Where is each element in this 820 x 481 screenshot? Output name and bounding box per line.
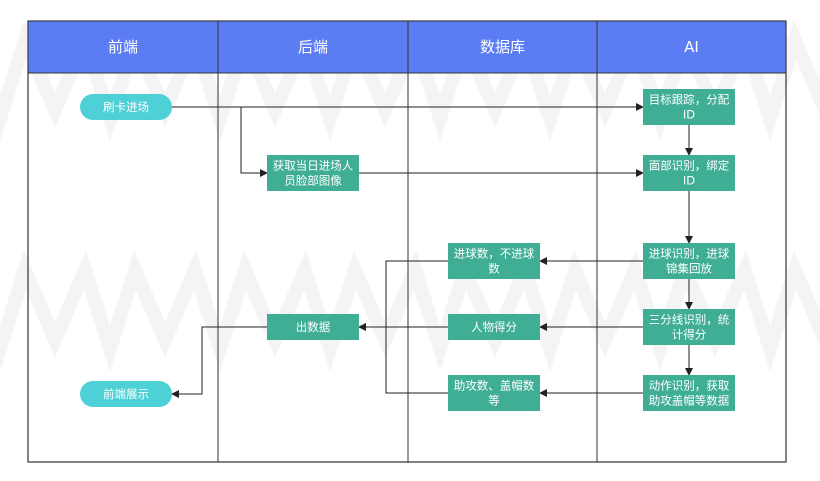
pill-shape (80, 94, 172, 120)
process-box (267, 155, 359, 191)
node-label: 获取当日进场人 (273, 159, 354, 173)
node-label: 员脸部图像 (284, 174, 342, 188)
node-label: 出数据 (296, 320, 331, 334)
node-label: 等 (488, 394, 500, 408)
node-label: 动作识别，获取 (649, 379, 730, 393)
edge-n6-n9 (385, 260, 448, 327)
node-label: 锦集回放 (666, 262, 712, 276)
node-label: 刷卡进场 (103, 100, 149, 114)
lane-title-ai: AI (684, 38, 699, 56)
lane-title-backend: 后端 (298, 38, 328, 56)
pill-shape (80, 381, 172, 407)
process-box (643, 89, 735, 125)
node-label: 前端展示 (103, 387, 149, 401)
lane-header-frontend (27, 20, 219, 74)
node-n9: 出数据 (267, 314, 359, 340)
node-label: 面部识别，绑定 (649, 159, 730, 173)
process-box (643, 375, 735, 411)
node-label: 助攻数、盖帽数 (454, 379, 535, 393)
process-box (643, 243, 735, 279)
node-label: 进球数，不进球 (454, 247, 535, 261)
lanes-layer: 前端 后端 数据库 AI (27, 20, 787, 463)
process-box (448, 375, 540, 411)
node-label: 三分线识别，统 (649, 313, 730, 327)
lane-header-database (407, 20, 598, 74)
process-box (643, 309, 735, 345)
node-label: ID (683, 108, 695, 122)
process-box (448, 314, 540, 340)
lane-header-ai (596, 20, 787, 74)
node-n12: 前端展示 (80, 381, 172, 407)
node-n8: 人物得分 (448, 314, 540, 340)
edges-layer (171, 103, 693, 398)
nodes-layer: 刷卡进场目标跟踪，分配ID获取当日进场人员脸部图像面部识别，绑定ID进球识别，进… (80, 89, 735, 411)
node-label: 数 (488, 262, 500, 276)
edge-n11-n9 (385, 327, 448, 394)
node-label: 进球识别，进球 (649, 247, 730, 261)
edge-n9-n12 (171, 326, 267, 398)
node-label: 计得分 (672, 328, 707, 342)
node-label: ID (683, 174, 695, 188)
node-n1: 刷卡进场 (80, 94, 172, 120)
lane-title-database: 数据库 (480, 38, 525, 56)
node-label: 人物得分 (471, 320, 517, 334)
process-box (643, 155, 735, 191)
node-label: 目标跟踪，分配 (649, 93, 730, 107)
edge-n1-n3 (240, 107, 268, 177)
lane-title-frontend: 前端 (108, 38, 138, 56)
process-box (448, 243, 540, 279)
process-box (267, 314, 359, 340)
node-label: 助攻盖帽等数据 (649, 394, 730, 408)
